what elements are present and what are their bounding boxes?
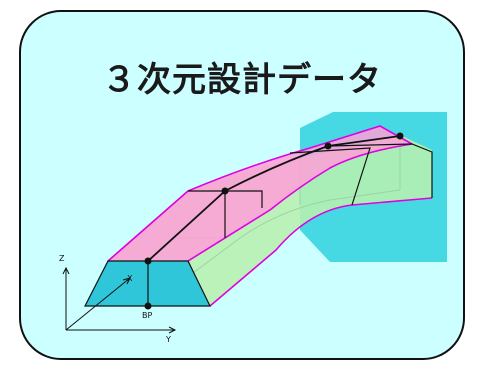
- coordinate-axes: [62, 266, 177, 334]
- centerline: [147, 135, 401, 262]
- axis-label-y: Y: [165, 335, 171, 344]
- road-edges: [107, 125, 433, 307]
- station-points: [144, 132, 404, 310]
- axis-label-z: Z: [59, 254, 65, 263]
- page-title: ３次元設計データ: [102, 60, 382, 100]
- bp-label: BP: [142, 311, 152, 320]
- axis-label-x: X: [127, 274, 133, 283]
- cross-section-lines: [147, 143, 433, 306]
